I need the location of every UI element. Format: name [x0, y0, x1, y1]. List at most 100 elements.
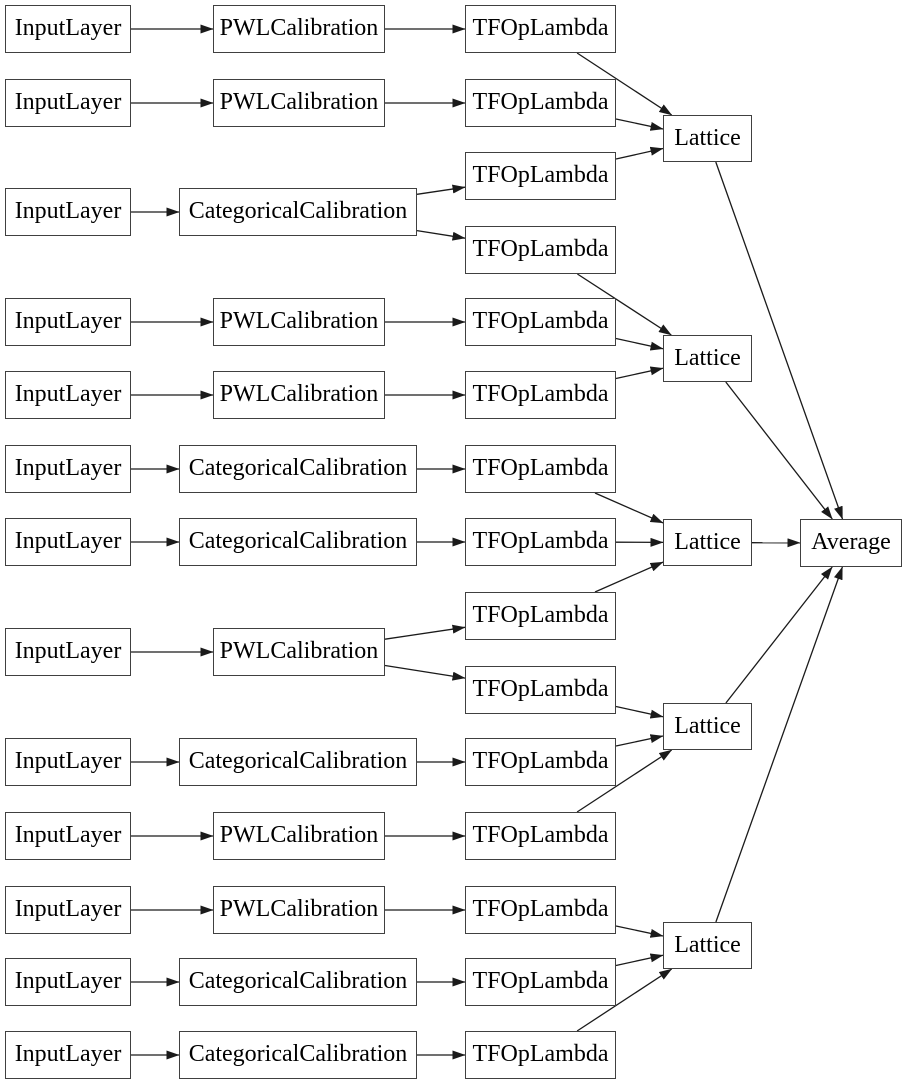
node-label: CategoricalCalibration [188, 968, 408, 994]
node-tfop-11: TFOpLambda [465, 886, 616, 934]
node-in-10: InputLayer [5, 812, 131, 860]
node-pwl-10: PWLCalibration [213, 812, 385, 860]
node-tfop-5: TFOpLambda [465, 371, 616, 419]
node-label: Lattice [674, 124, 741, 151]
edge-tfop-1-to-lattice-1 [576, 52, 673, 116]
node-lattice-1: Lattice [663, 115, 752, 162]
edge-tfop-13-to-lattice-5 [576, 968, 673, 1032]
edge-lattice-2-to-average [725, 381, 833, 520]
node-label: InputLayer [14, 15, 122, 41]
node-label: InputLayer [14, 748, 122, 774]
node-label: Lattice [674, 344, 741, 371]
node-label: InputLayer [14, 528, 122, 554]
node-tfop-8a: TFOpLambda [465, 592, 616, 640]
edge-tfop-9-to-lattice-4 [615, 734, 664, 747]
edge-tfop-2-to-lattice-1 [615, 118, 664, 131]
node-pwl-5: PWLCalibration [213, 371, 385, 419]
node-in-3: InputLayer [5, 188, 131, 236]
node-label: InputLayer [14, 381, 122, 407]
node-label: CategoricalCalibration [188, 748, 408, 774]
node-label: TFOpLambda [472, 455, 609, 481]
node-pwl-8: PWLCalibration [213, 628, 385, 676]
node-label: PWLCalibration [219, 15, 379, 41]
node-average: Average [800, 519, 902, 567]
node-label: InputLayer [14, 822, 122, 848]
node-label: InputLayer [14, 896, 122, 922]
node-label: PWLCalibration [219, 822, 379, 848]
node-label: CategoricalCalibration [188, 198, 408, 224]
edge-tfop-11-to-lattice-5 [615, 925, 664, 938]
node-in-1: InputLayer [5, 5, 131, 53]
edge-tfop-3b-to-lattice-2 [577, 273, 672, 336]
node-lattice-4: Lattice [663, 703, 752, 750]
node-tfop-4: TFOpLambda [465, 298, 616, 346]
edge-lattice-4-to-average [725, 566, 833, 704]
node-label: TFOpLambda [472, 89, 609, 115]
node-tfop-2: TFOpLambda [465, 79, 616, 127]
node-label: PWLCalibration [219, 896, 379, 922]
node-label: TFOpLambda [472, 896, 609, 922]
node-in-6: InputLayer [5, 445, 131, 493]
node-cat-6: CategoricalCalibration [179, 445, 417, 493]
node-tfop-13: TFOpLambda [465, 1031, 616, 1079]
node-label: PWLCalibration [219, 381, 379, 407]
edge-pwl-8-to-tfop-8a [384, 624, 466, 640]
node-pwl-11: PWLCalibration [213, 886, 385, 934]
node-tfop-3b: TFOpLambda [465, 226, 616, 274]
node-label: Average [811, 529, 891, 555]
edge-tfop-6-to-lattice-3 [594, 492, 664, 524]
node-in-9: InputLayer [5, 738, 131, 786]
node-label: TFOpLambda [472, 381, 609, 407]
node-in-11: InputLayer [5, 886, 131, 934]
edge-tfop-4-to-lattice-2 [615, 337, 664, 351]
node-lattice-3: Lattice [663, 519, 752, 566]
node-tfop-9: TFOpLambda [465, 738, 616, 786]
edge-cat-3-to-tfop-3b [416, 229, 466, 241]
node-tfop-7: TFOpLambda [465, 518, 616, 566]
edge-cat-3-to-tfop-3a [416, 184, 466, 195]
node-label: Lattice [674, 931, 741, 958]
edge-tfop-12-to-lattice-5 [615, 953, 664, 967]
node-label: TFOpLambda [472, 236, 609, 262]
node-label: TFOpLambda [472, 748, 609, 774]
node-in-5: InputLayer [5, 371, 131, 419]
node-label: PWLCalibration [219, 638, 379, 664]
node-label: PWLCalibration [219, 89, 379, 115]
node-label: TFOpLambda [472, 528, 609, 554]
node-tfop-6: TFOpLambda [465, 445, 616, 493]
node-in-12: InputLayer [5, 958, 131, 1006]
node-label: TFOpLambda [472, 822, 609, 848]
node-pwl-1: PWLCalibration [213, 5, 385, 53]
node-in-2: InputLayer [5, 79, 131, 127]
node-in-4: InputLayer [5, 298, 131, 346]
edge-lattice-5-to-average [715, 566, 844, 923]
node-pwl-4: PWLCalibration [213, 298, 385, 346]
node-label: CategoricalCalibration [188, 528, 408, 554]
node-label: TFOpLambda [472, 162, 609, 188]
node-pwl-2: PWLCalibration [213, 79, 385, 127]
node-tfop-12: TFOpLambda [465, 958, 616, 1006]
node-cat-3: CategoricalCalibration [179, 188, 417, 236]
node-label: InputLayer [14, 968, 122, 994]
node-in-7: InputLayer [5, 518, 131, 566]
node-label: InputLayer [14, 198, 122, 224]
node-label: TFOpLambda [472, 968, 609, 994]
node-cat-9: CategoricalCalibration [179, 738, 417, 786]
node-label: CategoricalCalibration [188, 455, 408, 481]
node-tfop-1: TFOpLambda [465, 5, 616, 53]
node-cat-7: CategoricalCalibration [179, 518, 417, 566]
node-tfop-10: TFOpLambda [465, 812, 616, 860]
node-label: InputLayer [14, 308, 122, 334]
node-label: Lattice [674, 528, 741, 555]
edge-tfop-8a-to-lattice-3 [594, 561, 664, 593]
node-lattice-5: Lattice [663, 922, 752, 969]
node-in-13: InputLayer [5, 1031, 131, 1079]
node-label: InputLayer [14, 1041, 122, 1067]
edge-pwl-8-to-tfop-8b [384, 664, 466, 681]
node-tfop-3a: TFOpLambda [465, 152, 616, 200]
node-label: PWLCalibration [219, 308, 379, 334]
node-label: TFOpLambda [472, 676, 609, 702]
edge-lattice-1-to-average [715, 161, 844, 520]
node-label: InputLayer [14, 455, 122, 481]
